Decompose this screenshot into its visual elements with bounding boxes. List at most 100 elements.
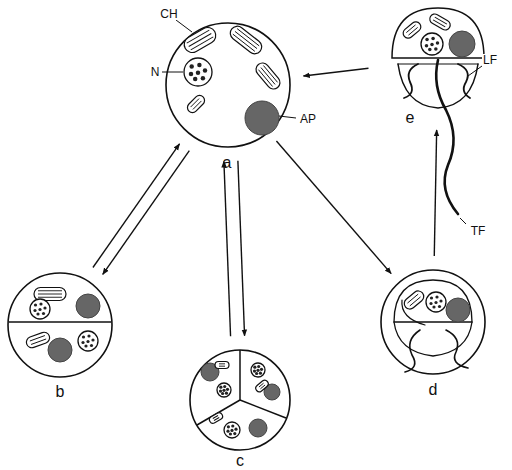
- daughter-cell: [394, 280, 472, 322]
- stage-arrow: [238, 161, 245, 336]
- division-line: [9, 321, 111, 323]
- cell-part: [228, 23, 265, 56]
- cell-part: [208, 411, 224, 424]
- leader-line: [279, 116, 296, 118]
- cell-part: [213, 415, 218, 418]
- chromatin-dot: [196, 70, 200, 74]
- cell-part: [38, 297, 62, 298]
- cell-part: [219, 363, 225, 364]
- stage-arrow: [303, 68, 368, 76]
- cell-part: [401, 20, 423, 41]
- stage-arrow: [103, 151, 190, 275]
- chromatin-dot: [435, 295, 438, 298]
- stage-arrow: [93, 144, 180, 268]
- chromatin-dot: [38, 308, 41, 311]
- chromatin-dot: [432, 305, 435, 308]
- chromatin-dot: [43, 306, 46, 309]
- amylum-body: [449, 31, 475, 57]
- leader-line: [162, 72, 183, 73]
- chromatin-dot: [438, 305, 441, 308]
- cell-part: [25, 331, 51, 350]
- chloroplast: [402, 289, 426, 312]
- cell-part: [435, 17, 447, 24]
- chromatin-dot: [260, 368, 263, 371]
- chromatin-dot: [227, 425, 230, 428]
- division-line: [240, 400, 286, 418]
- amylum-body: [76, 294, 100, 318]
- cell-wall: [190, 350, 290, 450]
- cell-part: [433, 20, 445, 27]
- stage-letter: d: [429, 382, 438, 398]
- part-label: AP: [299, 113, 317, 125]
- stage-arrow: [434, 130, 436, 256]
- cell-part: [181, 25, 218, 56]
- cell-part: [263, 65, 277, 82]
- division-line: [197, 400, 240, 425]
- cell-stage: c: [190, 350, 290, 450]
- leader-line: [176, 20, 192, 32]
- chromatin-dot: [234, 428, 237, 431]
- chloroplast: [228, 23, 265, 56]
- cell-part: [406, 25, 415, 33]
- chromatin-dot: [36, 312, 39, 315]
- stage-letter: e: [406, 110, 415, 126]
- chromatin-dot: [87, 334, 90, 337]
- stage-letter: a: [223, 155, 232, 171]
- chromatin-dot: [425, 38, 429, 42]
- nucleus: [224, 422, 240, 438]
- cell-part: [258, 70, 272, 87]
- chromatin-dot: [86, 340, 89, 343]
- cell-part: [191, 37, 214, 50]
- chloroplast: [254, 379, 269, 393]
- chromatin-dot: [81, 341, 84, 344]
- chromatin-dot: [428, 48, 432, 52]
- cell-stage: e: [382, 4, 494, 116]
- cell-part: [191, 99, 199, 107]
- cell-part: [235, 31, 257, 48]
- stage-arrow: [224, 161, 231, 336]
- chromatin-dot: [430, 43, 434, 47]
- cell-stage: b: [8, 273, 112, 377]
- cell-part: [233, 34, 255, 51]
- chromatin-dot: [431, 37, 435, 41]
- chromatin-dot: [34, 303, 37, 306]
- chromatin-dot: [189, 64, 193, 68]
- chromatin-dot: [256, 369, 259, 372]
- cell-part: [260, 385, 265, 389]
- cell-wall: [381, 270, 485, 374]
- nucleus: [251, 363, 265, 377]
- chromatin-dot: [225, 392, 228, 395]
- cell-stage: a: [166, 23, 290, 147]
- chromatin-dot: [425, 44, 429, 48]
- cell-part: [215, 362, 229, 369]
- cell-part: [408, 27, 417, 35]
- stage-letter: b: [56, 384, 65, 400]
- theca: [394, 322, 472, 356]
- leader-line: [460, 218, 466, 224]
- cell-part: [407, 294, 418, 303]
- nucleus: [30, 299, 50, 319]
- chromatin-dot: [82, 335, 85, 338]
- chloroplast: [25, 331, 51, 350]
- trailing-flagellum: [436, 60, 458, 214]
- chromatin-dot: [91, 338, 94, 341]
- chromatin-dot: [436, 41, 440, 45]
- cell-part: [38, 290, 62, 291]
- chloroplast: [215, 362, 229, 369]
- chromatin-dot: [429, 302, 432, 305]
- chromatin-dot: [221, 392, 224, 395]
- chloroplast: [185, 93, 206, 114]
- chromatin-dot: [230, 429, 233, 432]
- part-label: CH: [159, 8, 178, 20]
- chromatin-dot: [39, 302, 42, 305]
- cell-wall: [8, 273, 112, 377]
- chloroplast: [181, 25, 218, 56]
- chloroplast: [253, 60, 282, 91]
- cell-part: [410, 297, 421, 306]
- chromatin-dot: [222, 389, 225, 392]
- chromatin-dot: [255, 372, 258, 375]
- chromatin-dot: [226, 388, 229, 391]
- chromatin-dot: [259, 372, 262, 375]
- chromatin-dot: [219, 386, 222, 389]
